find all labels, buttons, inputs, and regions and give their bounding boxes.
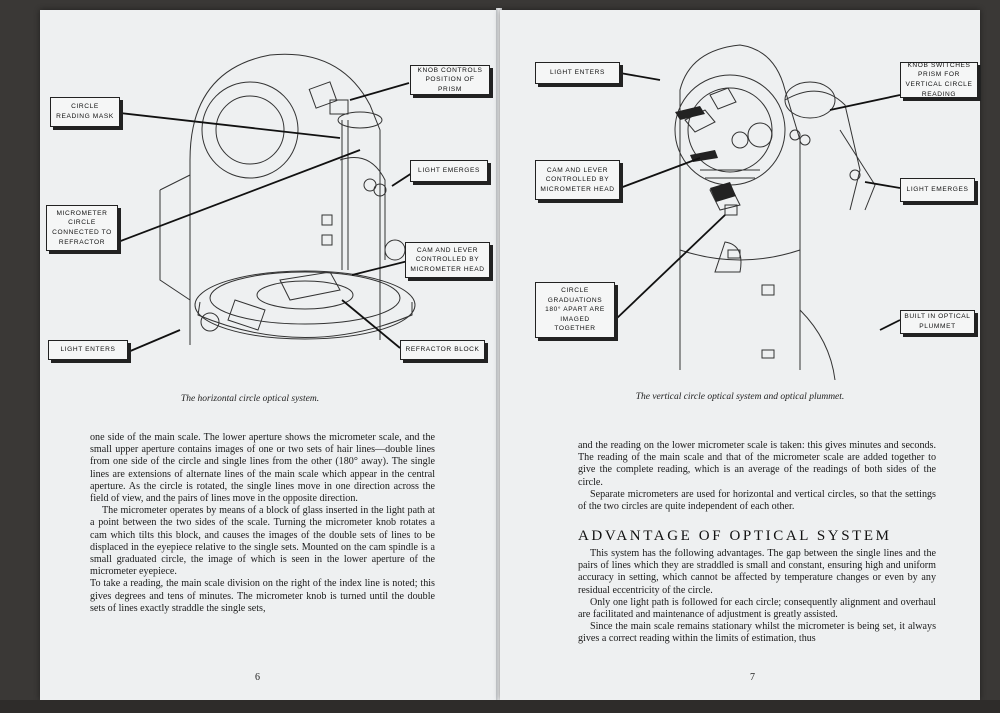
figure-caption: The horizontal circle optical system.: [180, 394, 320, 404]
callout-refractor-block: REFRACTOR BLOCK: [400, 340, 485, 360]
vertical-circle-diagram: [614, 44, 901, 381]
callout-cam-lever: CAM AND LEVER CONTROLLED BY MICROMETER H…: [535, 160, 620, 200]
table-surface: [0, 700, 1000, 713]
callout-knob-prism: KNOB CONTROLS POSITION OF PRISM: [410, 65, 490, 95]
page-number: 6: [255, 672, 260, 683]
callout-light-emerges: LIGHT EMERGES: [410, 160, 488, 182]
callout-micrometer-circle: MICROMETER CIRCLE CONNECTED TO REFRACTOR: [46, 205, 118, 251]
callout-light-emerges: LIGHT EMERGES: [900, 178, 975, 202]
callout-cam-lever: CAM AND LEVER CONTROLLED BY MICROMETER H…: [405, 242, 490, 278]
paragraph: and the reading on the lower micrometer …: [578, 440, 936, 488]
paragraph: Only one light path is followed for each…: [578, 596, 936, 621]
callout-circle-reading-mask: CIRCLE READING MASK: [50, 97, 120, 127]
callout-optical-plummet: BUILT IN OPTICAL PLUMMET: [900, 310, 975, 334]
callout-light-enters: LIGHT ENTERS: [48, 340, 128, 360]
callout-knob-switches: KNOB SWITCHES PRISM FOR VERTICAL CIRCLE …: [900, 62, 978, 98]
paragraph: Since the main scale remains stationary …: [578, 621, 936, 645]
paragraph: This system has the following advantages…: [578, 548, 936, 596]
right-body-text: and the reading on the lower micrometer …: [578, 440, 936, 513]
horizontal-circle-diagram: [117, 53, 416, 353]
paragraph: one side of the main scale. The lower ap…: [90, 432, 435, 505]
page-number: 7: [750, 672, 755, 683]
right-body-text-2: This system has the following advantages…: [578, 548, 936, 646]
book-gutter: [496, 8, 502, 702]
left-body-text: one side of the main scale. The lower ap…: [90, 432, 435, 615]
left-page: KNOB CONTROLS POSITION OF PRISM CIRCLE R…: [40, 10, 498, 700]
paragraph: The micrometer operates by means of a bl…: [90, 505, 435, 578]
callout-light-enters: LIGHT ENTERS: [535, 62, 620, 84]
callout-circle-graduations: CIRCLE GRADUATIONS 180° APART ARE IMAGED…: [535, 282, 615, 338]
section-heading: ADVANTAGE OF OPTICAL SYSTEM: [578, 528, 892, 544]
paragraph: To take a reading, the main scale divisi…: [90, 578, 435, 614]
paragraph: Separate micrometers are used for horizo…: [578, 488, 936, 513]
right-page: LIGHT ENTERS KNOB SWITCHES PRISM FOR VER…: [500, 10, 980, 700]
figure-caption: The vertical circle optical system and o…: [635, 392, 845, 402]
